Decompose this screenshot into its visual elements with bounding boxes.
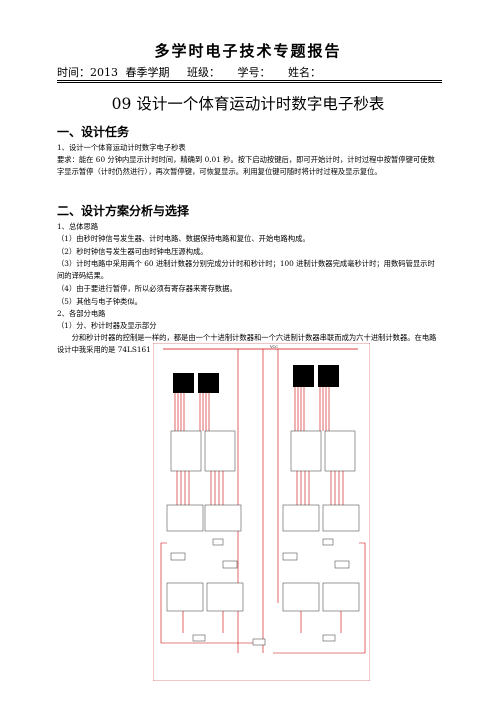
paragraph: 要求：能在 60 分钟内显示计时时间，精确到 0.01 秒。按下启动按键后，即可…: [57, 155, 435, 177]
paragraph: （3）计时电路中采用两个 60 进制计数器分别完成分计时和秒计时；100 进制计…: [57, 259, 435, 281]
paragraph: （2）秒时钟信号发生器可由时钟电压源构成。: [57, 247, 208, 256]
meta-class: 班级：: [187, 66, 220, 79]
meta-line: 时间：2013 春季学期 班级： 学号： 姓名：: [57, 64, 331, 80]
paragraph: 1、总体思路: [57, 222, 99, 231]
document-title: 09 设计一个体育运动计时数字电子秒表: [111, 95, 385, 113]
paragraph: （1）由秒时钟信号发生器、计时电路、数据保持电路和复位、开始电路构成。: [57, 234, 310, 243]
report-header-title: 多学时电子技术专题报告: [154, 42, 342, 60]
meta-time: 时间：2013 春季学期: [57, 66, 170, 79]
header-rule: [57, 80, 442, 81]
meta-id: 学号：: [237, 66, 271, 79]
meta-name: 姓名：: [288, 66, 321, 79]
seven-seg-display: [173, 365, 339, 393]
section-heading-2: 二、设计方案分析与选择: [57, 204, 190, 218]
paragraph: （1）分、秒计时器及显示部分: [57, 321, 157, 330]
paragraph: 1、设计一个体育运动计时数字电子秒表: [57, 143, 186, 152]
svg-text:VCC: VCC: [269, 345, 278, 349]
circuit-diagram: VCC: [153, 343, 370, 681]
paragraph: 2、各部分电路: [57, 309, 106, 318]
paragraph: （5）其他与电子钟类似。: [57, 297, 142, 306]
section-heading-1: 一、设计任务: [57, 125, 130, 139]
header-rule-2: [57, 82, 442, 83]
paragraph: （4）由于要进行暂停，所以必须有寄存器来寄存数据。: [57, 284, 237, 293]
